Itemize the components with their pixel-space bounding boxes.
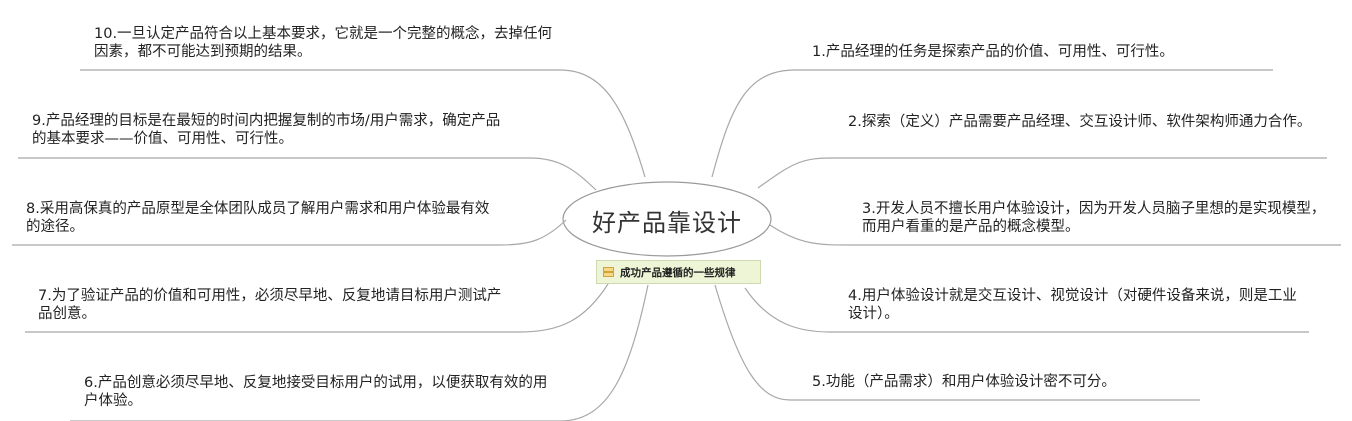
topic-3[interactable]: 3.开发人员不擅长用户体验设计，因为开发人员脑子里想的是实现模型，而用户看重的是… [862,200,1337,236]
topic-9-text: 9.产品经理的目标是在最短的时间内把握复制的市场/用户需求，确定产品的基本要求—… [32,113,501,147]
branch-line-6 [70,284,649,421]
branch-line-8 [12,219,567,246]
branch-line-2 [757,157,1327,189]
topic-2-text: 2.探索（定义）产品需要产品经理、交互设计师、软件架构师通力合作。 [848,114,1312,130]
topic-9[interactable]: 9.产品经理的目标是在最短的时间内把握复制的市场/用户需求，确定产品的基本要求—… [32,112,507,148]
branch-line-3 [769,224,1341,246]
list-label-icon [603,267,614,277]
topic-1[interactable]: 1.产品经理的任务是探索产品的价值、可用性、可行性。 [812,43,1282,61]
topic-3-text: 3.开发人员不擅长用户体验设计，因为开发人员脑子里想的是实现模型，而用户看重的是… [862,201,1326,235]
branch-line-5 [714,284,1200,401]
topic-1-text: 1.产品经理的任务是探索产品的价值、可用性、可行性。 [812,44,1174,60]
central-topic[interactable]: 好产品靠设计 [563,183,771,257]
topic-10[interactable]: 10.一旦认定产品符合以上基本要求，它就是一个完整的概念，去掉任何因素，都不可能… [94,25,554,61]
branch-line-10 [80,69,646,178]
branch-line-4 [744,287,1309,333]
central-topic-text: 好产品靠设计 [592,208,742,237]
central-topic-ellipse [562,181,772,257]
topic-6-text: 6.产品创意必须尽早地、反复地接受目标用户的试用，以便获取有效的用户体验。 [84,375,548,409]
topic-6[interactable]: 6.产品创意必须尽早地、反复地接受目标用户的试用，以便获取有效的用户体验。 [84,374,554,410]
topic-4-text: 4.用户体验设计就是交互设计、视觉设计（对硬件设备来说，则是工业设计）。 [848,288,1297,322]
topic-4[interactable]: 4.用户体验设计就是交互设计、视觉设计（对硬件设备来说，则是工业设计）。 [848,287,1298,323]
topic-5-text: 5.功能（产品需求）和用户体验设计密不可分。 [812,374,1116,390]
topic-8-text: 8.采用高保真的产品原型是全体团队成员了解用户需求和用户体验最有效的途径。 [26,201,490,235]
topic-7-text: 7.为了验证产品的价值和可用性，必须尽早地、反复地请目标用户测试产品创意。 [38,288,502,322]
topic-7[interactable]: 7.为了验证产品的价值和可用性，必须尽早地、反复地请目标用户测试产品创意。 [38,287,508,323]
branch-line-9 [18,157,597,191]
topic-5[interactable]: 5.功能（产品需求）和用户体验设计密不可分。 [812,373,1202,391]
topic-8[interactable]: 8.采用高保真的产品原型是全体团队成员了解用户需求和用户体验最有效的途径。 [26,200,496,236]
topic-label[interactable]: 成功产品遵循的一些规律 [596,260,761,284]
topic-10-text: 10.一旦认定产品符合以上基本要求，它就是一个完整的概念，去掉任何因素，都不可能… [94,26,553,60]
branch-line-1 [711,69,1273,178]
branch-line-7 [25,283,609,333]
topic-2[interactable]: 2.探索（定义）产品需要产品经理、交互设计师、软件架构师通力合作。 [848,113,1318,131]
topic-label-text: 成功产品遵循的一些规律 [620,266,736,279]
